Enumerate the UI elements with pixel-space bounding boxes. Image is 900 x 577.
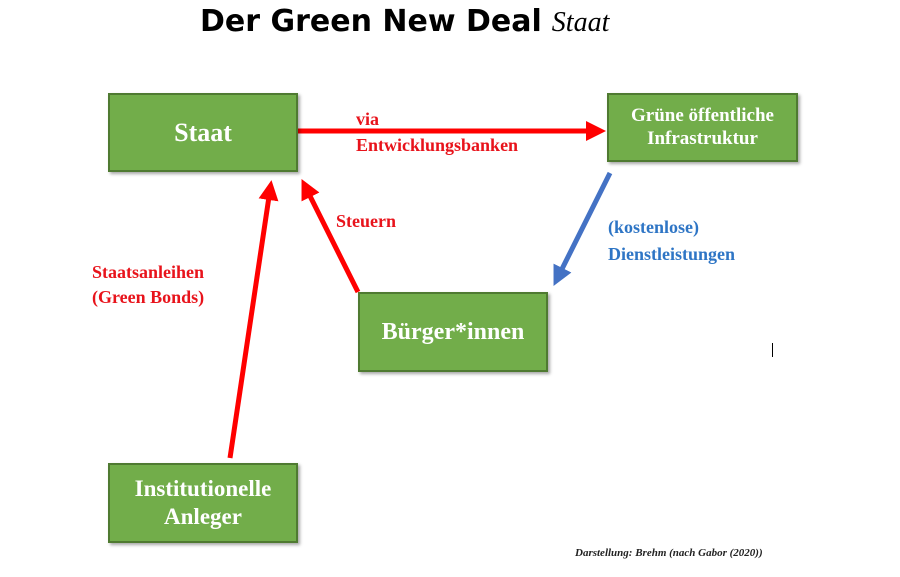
label-via: via bbox=[356, 109, 380, 129]
label-steuern: Steuern bbox=[336, 211, 396, 231]
title-sub: Staat bbox=[551, 7, 610, 38]
diagram-title: Der Green New Deal Staat bbox=[200, 4, 609, 39]
label-green-bonds: (Green Bonds) bbox=[92, 287, 205, 307]
label-dienstleistungen: Dienstleistungen bbox=[608, 244, 736, 264]
node-buerger: Bürger*innen bbox=[358, 292, 548, 372]
node-anleger: Institutionelle Anleger bbox=[108, 463, 298, 543]
label-kostenlose: (kostenlose) bbox=[608, 217, 699, 237]
text-cursor bbox=[772, 343, 773, 357]
node-infrastruktur: Grüne öffentliche Infrastruktur bbox=[607, 93, 798, 162]
node-staat: Staat bbox=[108, 93, 298, 172]
label-entwicklungsbanken: Entwicklungsbanken bbox=[356, 135, 519, 155]
arrow-anleger-to-staat bbox=[227, 180, 279, 459]
title-main: Der Green New Deal bbox=[200, 4, 542, 39]
arrow-infrastruktur-to-buerger bbox=[553, 171, 613, 286]
credit: Darstellung: Brehm (nach Gabor (2020)) bbox=[575, 547, 763, 559]
label-staatsanleihen: Staatsanleihen bbox=[92, 262, 205, 282]
arrow-buerger-to-staat bbox=[301, 179, 361, 294]
